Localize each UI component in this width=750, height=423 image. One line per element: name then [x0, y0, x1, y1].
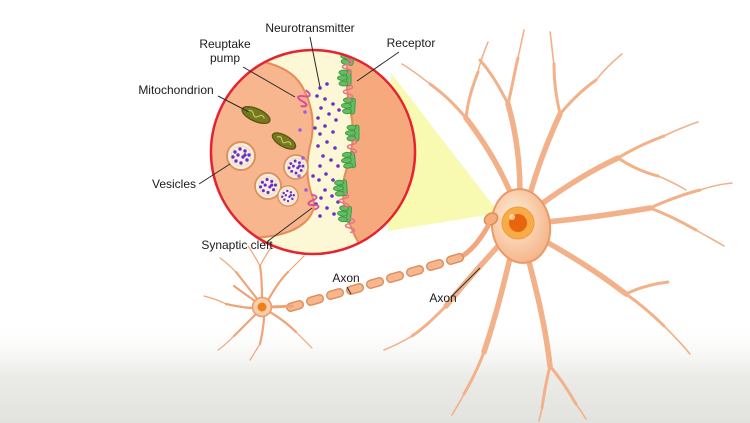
label-vesicles: Vesicles: [152, 177, 196, 191]
label-neurotransmitter: Neurotransmitter: [265, 21, 354, 35]
small-neuron: [203, 245, 313, 361]
axon-tail: [458, 223, 491, 260]
label-line-axon-myelin: [346, 286, 352, 295]
label-line-neurotransmitter: [309, 36, 321, 88]
label-axon-neuron: Axon: [429, 291, 456, 305]
label-reuptake-pump-line2: pump: [210, 51, 240, 65]
large-neuron: [383, 29, 733, 422]
floor-shading: [0, 318, 750, 423]
label-line-vesicles: [198, 163, 231, 185]
myelinated-axon: [285, 223, 491, 313]
label-line-axon-neuron: [451, 267, 481, 297]
label-synaptic-cleft: Synaptic cleft: [201, 238, 273, 252]
label-reuptake-pump-line1: Reuptake: [199, 37, 251, 51]
labels: Neurotransmitter Reuptake pump Receptor …: [138, 21, 456, 305]
label-mitochondrion: Mitochondrion: [138, 83, 213, 97]
presynaptic-terminal: [212, 58, 315, 239]
label-line-mitochondrion: [217, 95, 250, 113]
label-receptor: Receptor: [387, 36, 436, 50]
small-neuron-nucleus: [257, 302, 267, 312]
neurotransmitter-dots: [297, 82, 342, 218]
label-line-synaptic-cleft: [267, 207, 313, 242]
label-line-reuptake-pump: [242, 66, 296, 98]
label-lines: [198, 36, 481, 297]
mitochondria-group: [241, 105, 297, 150]
magnification-beam-icon: [388, 73, 499, 231]
synapse-magnifier: [209, 48, 417, 256]
small-neuron-dendrites: [203, 245, 313, 361]
nucleus: [501, 206, 535, 240]
axon-hillock-knob: [483, 212, 499, 226]
label-axon-myelin: Axon: [332, 271, 359, 285]
dendrites: [383, 29, 733, 422]
label-line-receptor: [356, 51, 400, 82]
